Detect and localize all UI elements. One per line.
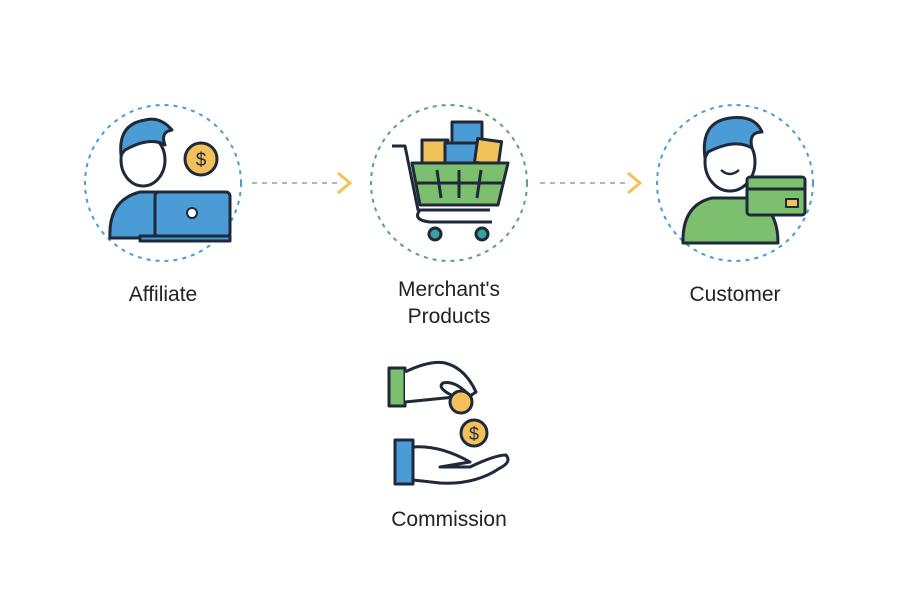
customer-card-icon [681,116,807,245]
merchant-label-line1: Merchant's [397,278,501,301]
flow-arrow-merchant-to-customer [540,171,643,195]
svg-text:$: $ [469,424,479,444]
merchant-label-line2: Products [407,305,491,328]
commission-label: Commission [391,508,507,531]
flow-arrow-affiliate-to-merchant [252,171,353,195]
merchant-node [370,104,528,262]
svg-text:$: $ [196,150,207,171]
affiliate-laptop-icon: $ [108,117,232,243]
customer-node [656,104,814,262]
hands-coin-icon: $ [387,360,510,486]
affiliate-node: $ [84,104,242,262]
affiliate-label: Affiliate [128,283,198,306]
shopping-cart-icon [392,120,510,242]
customer-label: Customer [689,283,781,306]
